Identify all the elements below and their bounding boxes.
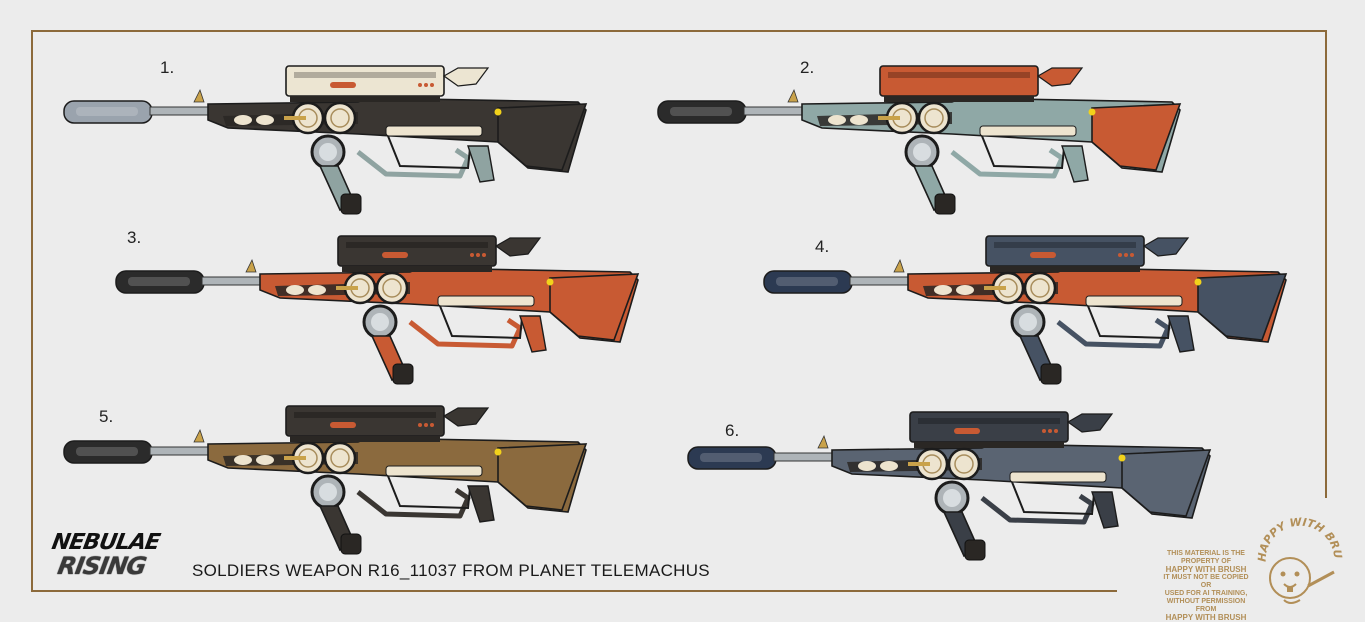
front-sight — [817, 434, 829, 449]
trigger-guard — [408, 317, 523, 349]
trigger-guard — [980, 493, 1095, 525]
front-sight — [893, 258, 905, 273]
stock — [1091, 103, 1182, 171]
notice-line-6: WITHOUT PERMISSION FROM — [1166, 598, 1246, 613]
foregrip — [1091, 491, 1119, 529]
status-light — [1194, 278, 1202, 286]
weapon-variant-2 — [657, 65, 1182, 215]
weapon-variant-3 — [115, 235, 640, 385]
scope — [337, 235, 542, 272]
weapon-variant-6 — [687, 411, 1212, 561]
happy-with-brush-badge: HAPPY WITH BRUSH — [1254, 516, 1344, 604]
stock — [549, 273, 640, 341]
stock — [497, 443, 588, 511]
variant-label-1: 1. — [160, 58, 175, 77]
grip-assembly — [310, 134, 362, 215]
foregrip — [467, 145, 495, 183]
scope — [285, 65, 490, 102]
notice-line-1: THIS MATERIAL IS THE — [1167, 550, 1245, 557]
trigger-guard — [950, 147, 1065, 179]
notice-brand-2: HAPPY WITH BRUSH — [1165, 613, 1247, 622]
scope — [985, 235, 1190, 272]
grip-assembly — [934, 480, 986, 561]
variant-label-3: 3. — [127, 228, 142, 247]
muzzle-icon — [63, 440, 153, 464]
variant-label-4: 4. — [815, 237, 830, 256]
status-light — [494, 448, 502, 456]
grip-assembly — [904, 134, 956, 215]
muzzle-icon — [763, 270, 853, 294]
foregrip — [467, 485, 495, 523]
trigger-guard — [356, 147, 471, 179]
dial-pair-icon — [984, 271, 1057, 305]
trigger-guard — [1056, 317, 1171, 349]
scope — [909, 411, 1114, 448]
notice-line-4: IT MUST NOT BE COPIED OR — [1163, 574, 1249, 589]
weapon-variant-4 — [763, 235, 1288, 385]
variant-label-5: 5. — [99, 407, 114, 426]
muzzle-icon — [657, 100, 747, 124]
grip-assembly — [1010, 304, 1062, 385]
badge-text: HAPPY WITH BRUSH — [1254, 516, 1344, 562]
beaver-face-icon — [1269, 557, 1311, 599]
brush-icon — [1307, 570, 1335, 588]
variant-label-2: 2. — [800, 58, 815, 77]
notice-line-2: PROPERTY OF — [1180, 558, 1232, 565]
notice-brand-1: HAPPY WITH BRUSH — [1165, 565, 1247, 574]
muzzle-icon — [115, 270, 205, 294]
dial-pair-icon — [284, 101, 357, 135]
status-light — [546, 278, 554, 286]
copyright-notice: THIS MATERIAL IS THE PROPERTY OF HAPPY W… — [1160, 550, 1252, 622]
grip-assembly — [310, 474, 362, 555]
logo-line-2: RISING — [55, 552, 148, 580]
stock — [497, 103, 588, 171]
status-light — [1118, 454, 1126, 462]
scope — [879, 65, 1084, 102]
notice-line-5: USED FOR AI TRAINING, — [1164, 590, 1248, 597]
trigger-guard — [356, 487, 471, 519]
frame-gap — [1320, 498, 1330, 594]
stock — [1121, 449, 1212, 517]
sheet-caption: SOLDIERS WEAPON R16_11037 FROM PLANET TE… — [192, 561, 710, 580]
front-sight — [245, 258, 257, 273]
front-sight — [787, 88, 799, 103]
dial-pair-icon — [336, 271, 409, 305]
weapon-variant-1 — [63, 65, 588, 215]
stock — [1197, 273, 1288, 341]
variant-label-6: 6. — [725, 421, 740, 440]
foregrip — [1061, 145, 1089, 183]
scope — [285, 405, 490, 442]
foregrip — [519, 315, 547, 353]
muzzle-icon — [63, 100, 153, 124]
front-sight — [193, 428, 205, 443]
sheet-frame-bottom — [31, 590, 1117, 592]
dial-pair-icon — [878, 101, 951, 135]
status-light — [494, 108, 502, 116]
grip-assembly — [362, 304, 414, 385]
foregrip — [1167, 315, 1195, 353]
dial-pair-icon — [284, 441, 357, 475]
nebulae-rising-logo: NEBULAE RISING — [50, 530, 182, 582]
sheet-frame — [31, 30, 1327, 592]
muzzle-icon — [687, 446, 777, 470]
front-sight — [193, 88, 205, 103]
status-light — [1088, 108, 1096, 116]
dial-pair-icon — [908, 447, 981, 481]
weapon-variant-5 — [63, 405, 588, 555]
